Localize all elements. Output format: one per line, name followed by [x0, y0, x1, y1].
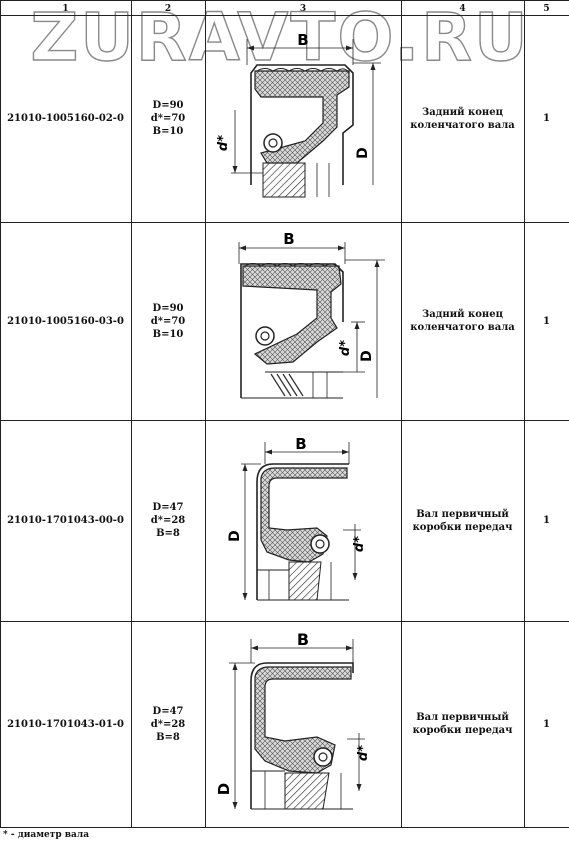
application: Вал первичный коробки передач — [412, 508, 513, 533]
seal-drawing: B D d* — [215, 630, 371, 810]
label-D: D — [359, 350, 375, 362]
dimension-d: d*=28 — [150, 718, 186, 730]
label-D: D — [227, 530, 243, 542]
dimensions: D=90 d*=70 B=10 — [131, 222, 205, 420]
quantity: 1 — [543, 718, 550, 730]
dimension-D: D=47 — [152, 705, 184, 717]
dimension-B: B=8 — [156, 731, 180, 743]
grid-line — [0, 15, 569, 16]
grid-line — [0, 420, 569, 421]
seal-drawing: B d* D — [238, 230, 385, 399]
quantity: 1 — [543, 315, 550, 327]
dimension-D: D=47 — [152, 502, 184, 513]
label-B: B — [295, 435, 306, 453]
column-header-4: 4 — [459, 4, 466, 14]
grid-line — [401, 0, 402, 827]
column-header-2: 2 — [164, 4, 172, 14]
column-header-5: 5 — [543, 4, 550, 14]
grid-line — [0, 0, 1, 827]
part-number: 21010-1005160-03-0 — [7, 315, 124, 327]
column-header-1: 1 — [62, 4, 69, 14]
label-D: D — [215, 783, 233, 795]
seal-drawing: B D d* — [227, 435, 367, 601]
grid-line — [0, 222, 569, 223]
part-number: 21010-1701043-01-0 — [7, 718, 124, 730]
column-header-3: 3 — [299, 4, 307, 14]
grid-line — [0, 621, 569, 622]
grid-line — [524, 0, 525, 827]
label-B: B — [283, 230, 294, 248]
dimension-B: B=10 — [152, 126, 184, 137]
label-B: B — [297, 630, 309, 649]
application: Вал первичный коробки передач — [412, 712, 513, 736]
dimension-B: B=8 — [156, 528, 180, 539]
grid-line — [205, 0, 206, 827]
label-B: B — [297, 31, 308, 49]
footnote: * - диаметр вала — [3, 830, 90, 840]
grid-line — [131, 0, 132, 827]
dimension-B: B=10 — [152, 328, 184, 340]
quantity: 1 — [543, 515, 550, 526]
label-d: d* — [352, 536, 367, 552]
dimension-D: D=90 — [152, 302, 184, 314]
dimension-d: d*=70 — [150, 113, 186, 124]
dimension-d: d*=28 — [150, 515, 186, 526]
grid-line — [0, 0, 569, 1]
part-number: 21010-1701043-00-0 — [7, 515, 124, 526]
dimension-d: d*=70 — [150, 315, 186, 327]
dimensions: D=90 d*=70 B=10 — [131, 15, 205, 222]
application: Задний конец коленчатого вала — [410, 106, 515, 131]
seal-drawing: B d* D — [216, 31, 381, 198]
label-d: d* — [338, 340, 353, 356]
label-D: D — [355, 147, 371, 159]
part-number: 21010-1005160-02-0 — [7, 113, 124, 124]
label-d: d* — [216, 135, 231, 151]
dimension-D: D=90 — [152, 100, 184, 111]
application: Задний конец коленчатого вала — [410, 309, 515, 333]
grid-line — [0, 827, 569, 828]
quantity: 1 — [543, 113, 550, 124]
dimensions: D=47 d*=28 B=8 — [131, 420, 205, 621]
label-d: d* — [356, 745, 371, 761]
dimensions: D=47 d*=28 B=8 — [131, 621, 205, 827]
